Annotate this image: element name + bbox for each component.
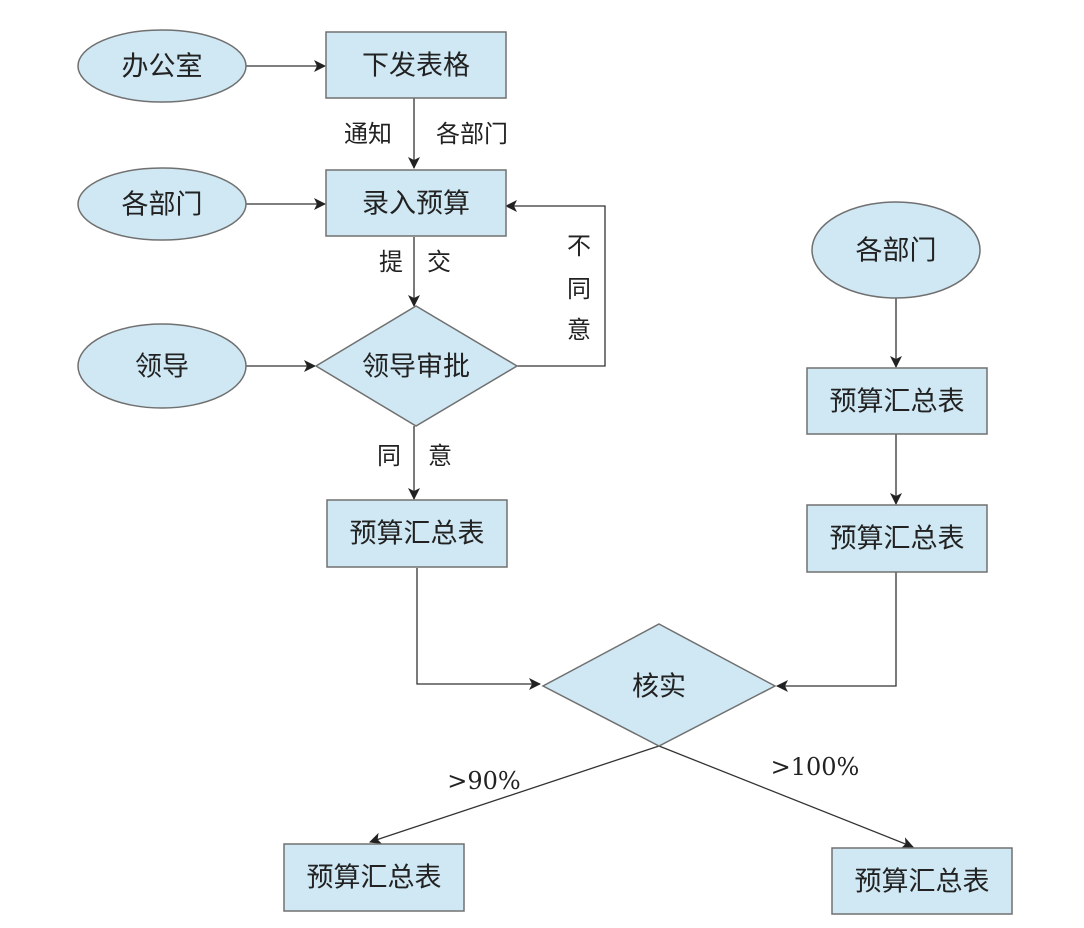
edge-label-submit-1: 提 bbox=[379, 248, 403, 276]
node-summary-left-label: 预算汇总表 bbox=[350, 519, 485, 550]
edge-verify-to-bottom-left bbox=[369, 745, 660, 845]
node-dept-2: 各部门 bbox=[811, 201, 981, 299]
node-leader-approve: 领导审批 bbox=[314, 305, 519, 427]
node-office: 办公室 bbox=[77, 29, 247, 103]
edge-label-over-90: >90% bbox=[447, 767, 520, 795]
ellipse-shape bbox=[77, 167, 247, 241]
node-verify: 核实 bbox=[541, 623, 777, 747]
edge-labels: 通知 各部门 提 交 不 同 意 同 意 >90% >100% bbox=[344, 120, 859, 795]
node-issue-form: 下发表格 bbox=[325, 31, 507, 99]
node-enter-budget-label: 录入预算 bbox=[362, 189, 470, 220]
edge-label-disagree-1: 不 bbox=[567, 232, 591, 260]
node-summary-left: 预算汇总表 bbox=[326, 499, 508, 568]
edge-label-notify-left: 通知 bbox=[344, 120, 392, 148]
node-issue-form-label: 下发表格 bbox=[362, 51, 470, 82]
edge-label-submit-2: 交 bbox=[427, 248, 451, 276]
node-dept-1: 各部门 bbox=[77, 167, 247, 241]
edge-summary-right-2-to-verify bbox=[776, 572, 897, 692]
edge-approve-disagree-loop bbox=[505, 200, 606, 367]
rect-shape bbox=[283, 843, 465, 912]
node-dept-1-label: 各部门 bbox=[122, 190, 203, 221]
node-summary-right-2: 预算汇总表 bbox=[806, 504, 988, 573]
node-office-label: 办公室 bbox=[122, 52, 203, 83]
edge-label-agree-1: 同 bbox=[377, 442, 401, 470]
rect-shape bbox=[806, 504, 988, 573]
node-summary-bottom-right-label: 预算汇总表 bbox=[855, 867, 990, 898]
rect-shape bbox=[326, 499, 508, 568]
edge-verify-to-bottom-right bbox=[658, 745, 914, 849]
node-summary-right-1: 预算汇总表 bbox=[806, 367, 988, 435]
ellipse-shape bbox=[77, 29, 247, 103]
node-verify-label: 核实 bbox=[632, 672, 686, 703]
edge-label-over-100: >100% bbox=[771, 753, 860, 781]
edge-summary-left-to-verify bbox=[416, 568, 541, 690]
edges bbox=[246, 60, 914, 849]
diamond-shape bbox=[314, 305, 519, 427]
rect-shape bbox=[325, 169, 507, 237]
edge-label-disagree-3: 意 bbox=[567, 316, 591, 344]
node-leader-approve-label: 领导审批 bbox=[362, 352, 470, 383]
ellipse-shape bbox=[77, 323, 247, 409]
rect-shape bbox=[325, 31, 507, 99]
rect-shape bbox=[806, 367, 988, 435]
node-leader: 领导 bbox=[77, 323, 247, 409]
edge-label-agree-2: 意 bbox=[428, 442, 452, 470]
edge-label-notify-right: 各部门 bbox=[436, 120, 508, 148]
node-leader-label: 领导 bbox=[135, 352, 189, 383]
node-summary-right-2-label: 预算汇总表 bbox=[830, 524, 965, 555]
node-enter-budget: 录入预算 bbox=[325, 169, 507, 237]
node-summary-bottom-left: 预算汇总表 bbox=[283, 843, 465, 912]
node-summary-right-1-label: 预算汇总表 bbox=[830, 387, 965, 418]
ellipse-shape bbox=[811, 201, 981, 299]
node-dept-2-label: 各部门 bbox=[856, 236, 937, 267]
rect-shape bbox=[831, 847, 1013, 915]
node-summary-bottom-right: 预算汇总表 bbox=[831, 847, 1013, 915]
diamond-shape bbox=[541, 623, 777, 747]
node-summary-bottom-left-label: 预算汇总表 bbox=[307, 863, 442, 894]
edge-label-disagree-2: 同 bbox=[567, 275, 591, 303]
